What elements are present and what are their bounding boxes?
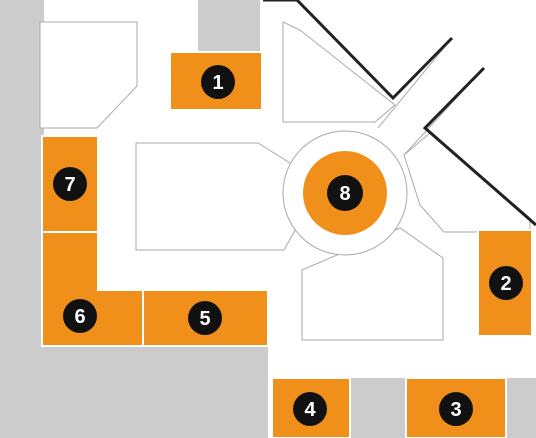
- marker-5[interactable]: 5: [188, 301, 222, 335]
- grey-area-bottom-right: [506, 378, 536, 438]
- marker-6[interactable]: 6: [63, 299, 97, 333]
- marker-8[interactable]: 8: [327, 175, 363, 211]
- marker-circle: [63, 299, 97, 333]
- block-top-left: [39, 21, 138, 129]
- marker-label: 6: [74, 306, 85, 328]
- lot-6[interactable]: [41, 231, 144, 347]
- marker-3[interactable]: 3: [439, 392, 473, 426]
- block-top-right: [282, 21, 396, 123]
- marker-circle: [439, 392, 473, 426]
- marker-circle: [327, 175, 363, 211]
- marker-2[interactable]: 2: [489, 266, 523, 300]
- marker-label: 8: [339, 183, 350, 205]
- grey-area-bottom-middle: [350, 378, 406, 438]
- site-boundary-line-right: [422, 66, 536, 227]
- marker-label: 3: [450, 399, 461, 421]
- marker-circle: [188, 301, 222, 335]
- block-right: [403, 132, 531, 233]
- marker-label: 4: [304, 399, 316, 421]
- marker-label: 5: [199, 308, 210, 330]
- marker-4[interactable]: 4: [293, 392, 327, 426]
- grey-area-bottom: [0, 346, 268, 438]
- marker-label: 2: [500, 273, 511, 295]
- marker-1[interactable]: 1: [201, 65, 235, 99]
- marker-circle: [489, 266, 523, 300]
- marker-circle: [201, 65, 235, 99]
- block-center: [135, 142, 299, 251]
- site-boundary-line: [263, 0, 454, 101]
- lot-5[interactable]: [142, 289, 269, 347]
- marker-label: 1: [212, 72, 223, 94]
- marker-circle: [53, 167, 87, 201]
- grey-area-top: [198, 0, 260, 52]
- marker-7[interactable]: 7: [53, 167, 87, 201]
- marker-circle: [293, 392, 327, 426]
- road-edge-upper: [377, 37, 453, 129]
- marker-label: 7: [64, 174, 75, 196]
